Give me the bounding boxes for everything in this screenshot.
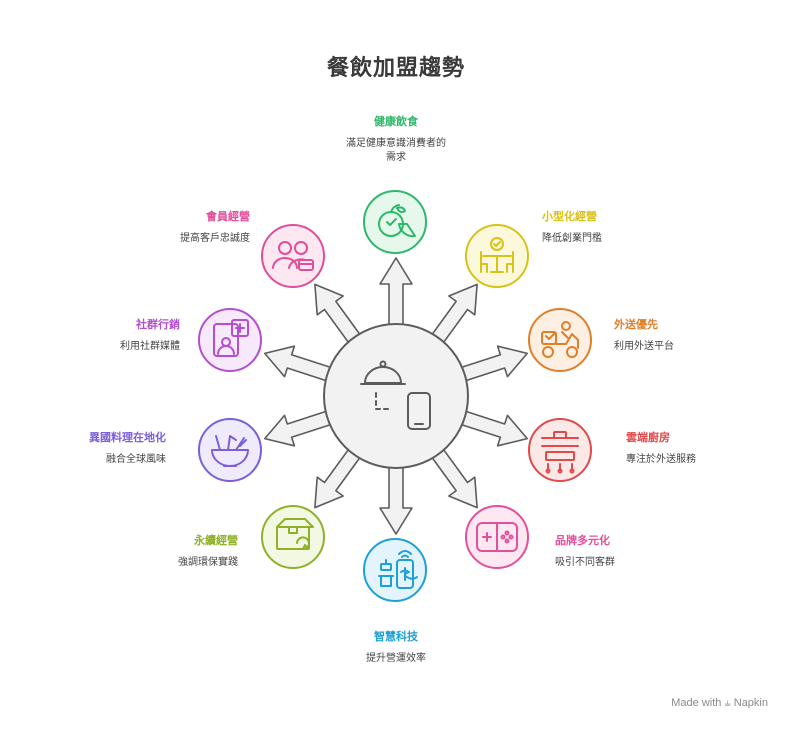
kitchen-icon	[541, 431, 579, 474]
node-5	[465, 505, 529, 569]
made-with-napkin: Made with ⫨ Napkin	[671, 697, 768, 710]
node-circle	[363, 538, 427, 602]
page-title: 餐飲加盟趨勢	[326, 56, 465, 81]
made-with-text: Made with	[671, 697, 722, 709]
item-title: 品牌多元化	[555, 534, 610, 547]
social-post-icon	[213, 319, 249, 357]
arrow-group	[263, 257, 529, 535]
item-description: 強調環保實踐	[178, 557, 238, 568]
cloche-phone-icon	[360, 360, 431, 430]
item-description: 利用社群媒體	[120, 341, 180, 352]
item-title: 雲端廚房	[626, 431, 670, 444]
node-circle	[261, 505, 325, 569]
node-10	[261, 224, 325, 288]
item-description: 專注於外送服務	[626, 454, 696, 465]
item-title: 異國料理在地化	[89, 431, 166, 444]
node-group	[198, 190, 592, 602]
food-bowl-icon	[211, 435, 249, 467]
node-4	[528, 418, 592, 482]
item-title: 永續經營	[194, 534, 238, 547]
node-2	[465, 224, 529, 288]
item-title: 會員經營	[206, 210, 250, 223]
item-title: 外送優先	[614, 318, 658, 331]
node-circle	[363, 190, 427, 254]
item-description: 利用外送平台	[614, 341, 674, 352]
node-3	[528, 308, 592, 372]
napkin-brand-text: Napkin	[733, 697, 768, 709]
node-9	[198, 308, 262, 372]
node-1	[363, 190, 427, 254]
delivery-scooter-icon	[541, 321, 579, 358]
hub	[323, 323, 469, 469]
item-description: 提高客戶忠誠度	[180, 233, 250, 244]
recycle-box-icon	[276, 518, 314, 550]
item-description: 提升營運效率	[366, 653, 426, 664]
fruit-icon	[378, 204, 416, 238]
item-description: 吸引不同客群	[555, 557, 615, 568]
node-6	[363, 538, 427, 602]
item-description: 融合全球風味	[106, 454, 166, 465]
members-icon	[272, 241, 314, 271]
hub-circle	[323, 323, 469, 469]
bistro-table-icon	[480, 237, 514, 273]
item-description: 降低創業門檻	[542, 233, 602, 244]
item-title: 智慧科技	[374, 630, 418, 643]
item-title: 小型化經營	[542, 210, 597, 223]
node-7	[261, 505, 325, 569]
node-circle	[261, 224, 325, 288]
napkin-logo-icon: ⫨	[724, 697, 731, 709]
item-title: 健康飲食	[374, 115, 418, 128]
node-circle	[528, 308, 592, 372]
node-8	[198, 418, 262, 482]
game-controller-icon	[476, 522, 518, 552]
item-title: 社群行銷	[136, 318, 180, 331]
smart-payment-icon	[378, 550, 418, 589]
node-circle	[528, 418, 592, 482]
item-description: 滿足健康意識消費者的需求	[346, 138, 446, 163]
